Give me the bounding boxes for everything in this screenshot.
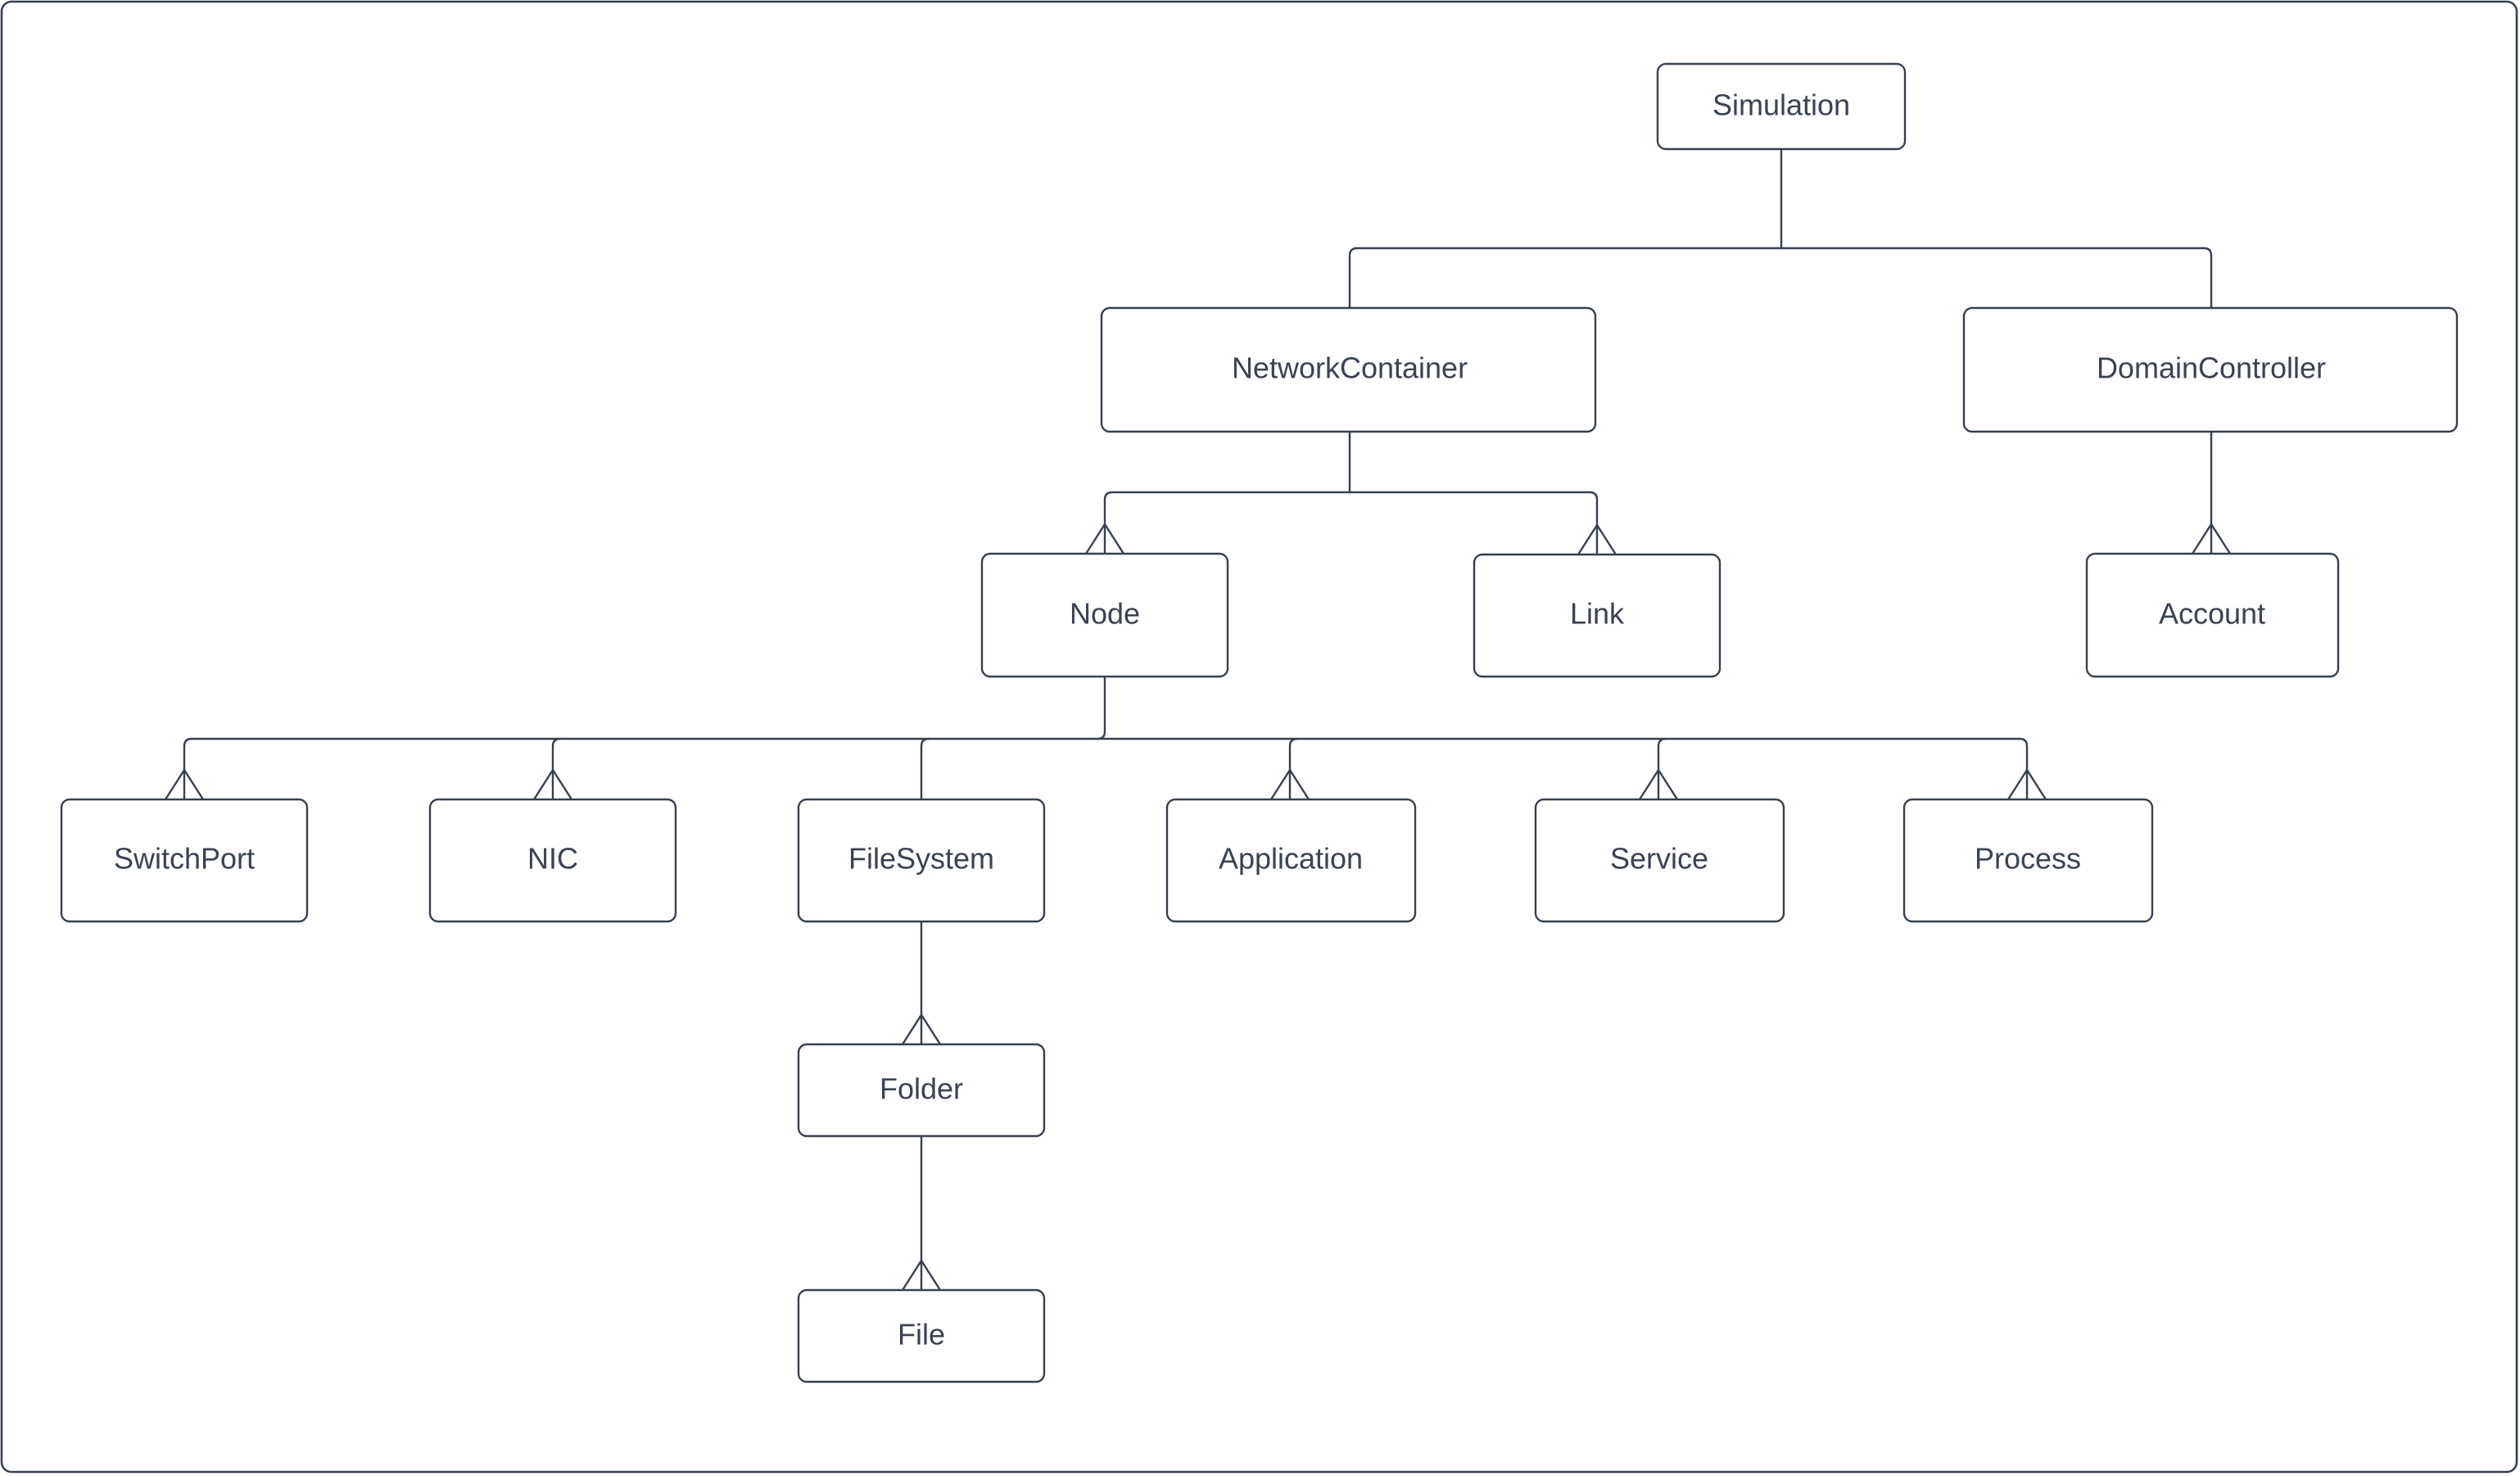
arrowhead-folder (901, 1013, 942, 1046)
arrowhead-file (901, 1259, 942, 1292)
edge-node-to-filesystem (920, 737, 930, 801)
node-layer: Simulation NetworkContainer DomainContro… (60, 62, 2459, 1383)
node-switchport[interactable]: SwitchPort (60, 798, 309, 923)
node-service-box[interactable] (1534, 798, 1785, 923)
node-switchport-label: SwitchPort (114, 842, 255, 876)
node-network-container[interactable]: NetworkContainer (1100, 306, 1597, 433)
node-domain-controller-label: DomainController (2097, 351, 2326, 385)
node-application-label: Application (1219, 842, 1363, 876)
node-folder[interactable]: Folder (797, 1043, 1046, 1138)
node-domain-controller[interactable]: DomainController (1962, 306, 2459, 433)
edge-node-to-service (1657, 737, 1667, 801)
edge-simulation-to-network-container (1348, 247, 1783, 310)
node-node-label: Node (1070, 597, 1140, 631)
node-process-label: Process (1975, 842, 2081, 876)
node-process[interactable]: Process (1902, 798, 2154, 923)
node-simulation-box[interactable] (1656, 62, 1907, 151)
arrowhead-node (1084, 523, 1125, 555)
arrowhead-account (2191, 523, 2232, 555)
node-application-box[interactable] (1165, 798, 1417, 923)
node-filesystem-box[interactable] (797, 798, 1046, 923)
node-account-label: Account (2159, 597, 2265, 631)
node-nic-label: NIC (527, 842, 578, 876)
node-link[interactable]: Link (1473, 553, 1721, 678)
node-folder-label: Folder (880, 1072, 963, 1106)
node-service[interactable]: Service (1534, 798, 1785, 923)
node-filesystem[interactable]: FileSystem (797, 798, 1046, 923)
node-domain-controller-box[interactable] (1962, 306, 2459, 433)
node-node[interactable]: Node (980, 552, 1229, 678)
edge-node-to-process (2018, 737, 2029, 801)
node-nic-box[interactable] (428, 798, 677, 923)
node-application[interactable]: Application (1165, 798, 1417, 923)
node-account-box[interactable] (2085, 552, 2340, 678)
edge-network-container-to-link (1348, 491, 1599, 556)
arrowhead-service (1638, 768, 1679, 801)
node-folder-box[interactable] (797, 1043, 1046, 1138)
arrowhead-switchport (164, 768, 205, 801)
arrowhead-application (1269, 768, 1310, 801)
edge-layer (183, 147, 2213, 1292)
node-process-box[interactable] (1902, 798, 2154, 923)
edge-simulation-to-domain-controller (1780, 247, 2213, 310)
node-network-container-label: NetworkContainer (1232, 351, 1468, 385)
node-link-box[interactable] (1473, 553, 1721, 678)
node-file[interactable]: File (797, 1288, 1046, 1383)
node-account[interactable]: Account (2085, 552, 2340, 678)
node-link-label: Link (1570, 597, 1625, 631)
node-simulation-label: Simulation (1712, 88, 1850, 122)
node-network-container-box[interactable] (1100, 306, 1597, 433)
node-file-box[interactable] (797, 1288, 1046, 1383)
edge-network-container-to-node (1103, 491, 1351, 555)
arrowhead-link (1577, 523, 1617, 556)
node-node-box[interactable] (980, 552, 1229, 678)
node-nic[interactable]: NIC (428, 798, 677, 923)
node-simulation[interactable]: Simulation (1656, 62, 1907, 151)
node-switchport-box[interactable] (60, 798, 309, 923)
arrowhead-layer (164, 523, 2232, 1292)
node-filesystem-label: FileSystem (848, 842, 994, 876)
arrowhead-process (2006, 768, 2047, 801)
edge-node-to-application (1288, 737, 1299, 801)
arrowhead-nic (532, 768, 573, 801)
edge-node-to-switchport (183, 737, 193, 801)
node-service-label: Service (1610, 842, 1708, 876)
node-file-label: File (898, 1318, 945, 1351)
edge-node-to-nic (551, 737, 562, 801)
